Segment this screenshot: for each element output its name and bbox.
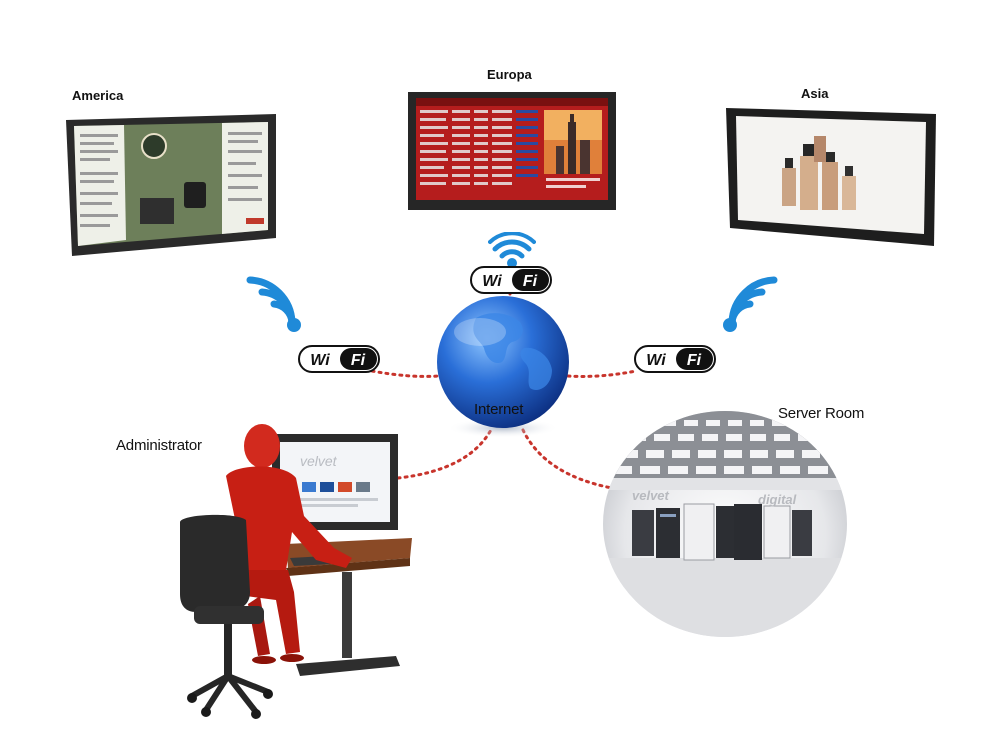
wifi-badge-top: Wi Fi (470, 266, 552, 299)
wifi-logo-icon: Wi Fi (634, 345, 716, 373)
wifi-badge-fi: Fi (351, 352, 366, 369)
america-label: America (72, 88, 124, 103)
wifi-logo-icon: Wi Fi (470, 266, 552, 294)
america-display (66, 114, 276, 256)
wifi-badge-wi: Wi (646, 352, 666, 369)
administrator-workstation: velvet (180, 424, 412, 719)
wifi-badge-fi: Fi (523, 273, 538, 290)
europa-label: Europa (487, 67, 532, 82)
internet-label: Internet (474, 401, 524, 418)
wifi-badge-right: Wi Fi (634, 345, 716, 378)
server-room-label: Server Room (778, 405, 865, 422)
connector-asia (566, 369, 638, 378)
asia-display (726, 108, 936, 246)
wifi-badge-wi: Wi (482, 273, 502, 290)
connector-server-room (521, 428, 614, 490)
wifi-badge-left: Wi Fi (298, 345, 380, 378)
wifi-badge-fi: Fi (687, 352, 702, 369)
europa-display (408, 92, 616, 210)
administrator-label: Administrator (116, 437, 202, 454)
wifi-signal-icon-right (723, 276, 778, 332)
asia-label: Asia (801, 86, 829, 101)
wifi-logo-icon: Wi Fi (298, 345, 380, 373)
wifi-signal-icon-left (246, 276, 301, 332)
server-icon (632, 503, 812, 561)
server-room-image: velvet digital (603, 411, 847, 637)
wifi-badge-wi: Wi (310, 352, 330, 369)
connector-america (370, 369, 440, 378)
office-chair-icon (180, 514, 273, 719)
server-room-brand-primary: velvet (632, 488, 670, 503)
wifi-signal-icon-top (488, 232, 536, 268)
server-room-brand-secondary: digital (758, 492, 797, 507)
globe-icon (437, 296, 569, 438)
monitor-brand-text: velvet (300, 453, 338, 469)
